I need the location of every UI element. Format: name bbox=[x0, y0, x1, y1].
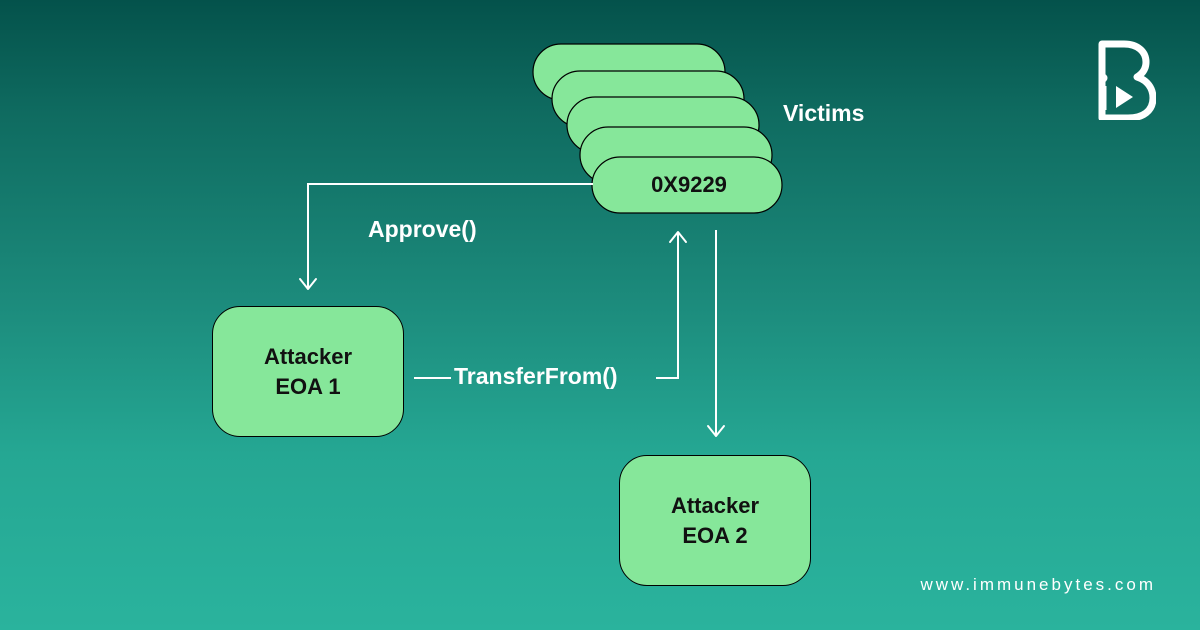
victims-title: Victims bbox=[783, 100, 865, 126]
victim-to-attacker2-arrow-icon bbox=[707, 425, 725, 437]
transfer-arrow-icon bbox=[669, 231, 687, 243]
attacker-eoa-1-line1: Attacker bbox=[263, 343, 353, 369]
attacker-eoa-2-line2: EOA 2 bbox=[682, 522, 748, 548]
approve-label: Approve() bbox=[368, 216, 477, 242]
website-url: www.immunebytes.com bbox=[920, 575, 1156, 594]
approve-edge-line bbox=[307, 183, 593, 288]
attacker-eoa-1-label: Attacker EOA 1 bbox=[264, 342, 352, 402]
victim-address: 0X9229 bbox=[651, 171, 727, 197]
immunebytes-logo-icon bbox=[1098, 40, 1156, 120]
attacker-eoa-2-label: Attacker EOA 2 bbox=[671, 491, 759, 551]
transfer-edge-line-right bbox=[656, 232, 679, 379]
attacker-eoa-2-node: Attacker EOA 2 bbox=[619, 455, 811, 586]
transfer-from-label: TransferFrom() bbox=[454, 363, 618, 389]
approve-arrow-icon bbox=[299, 278, 317, 290]
attacker-eoa-1-line2: EOA 1 bbox=[275, 373, 341, 399]
attacker-eoa-2-line1: Attacker bbox=[670, 492, 760, 518]
attacker-eoa-1-node: Attacker EOA 1 bbox=[212, 306, 404, 437]
